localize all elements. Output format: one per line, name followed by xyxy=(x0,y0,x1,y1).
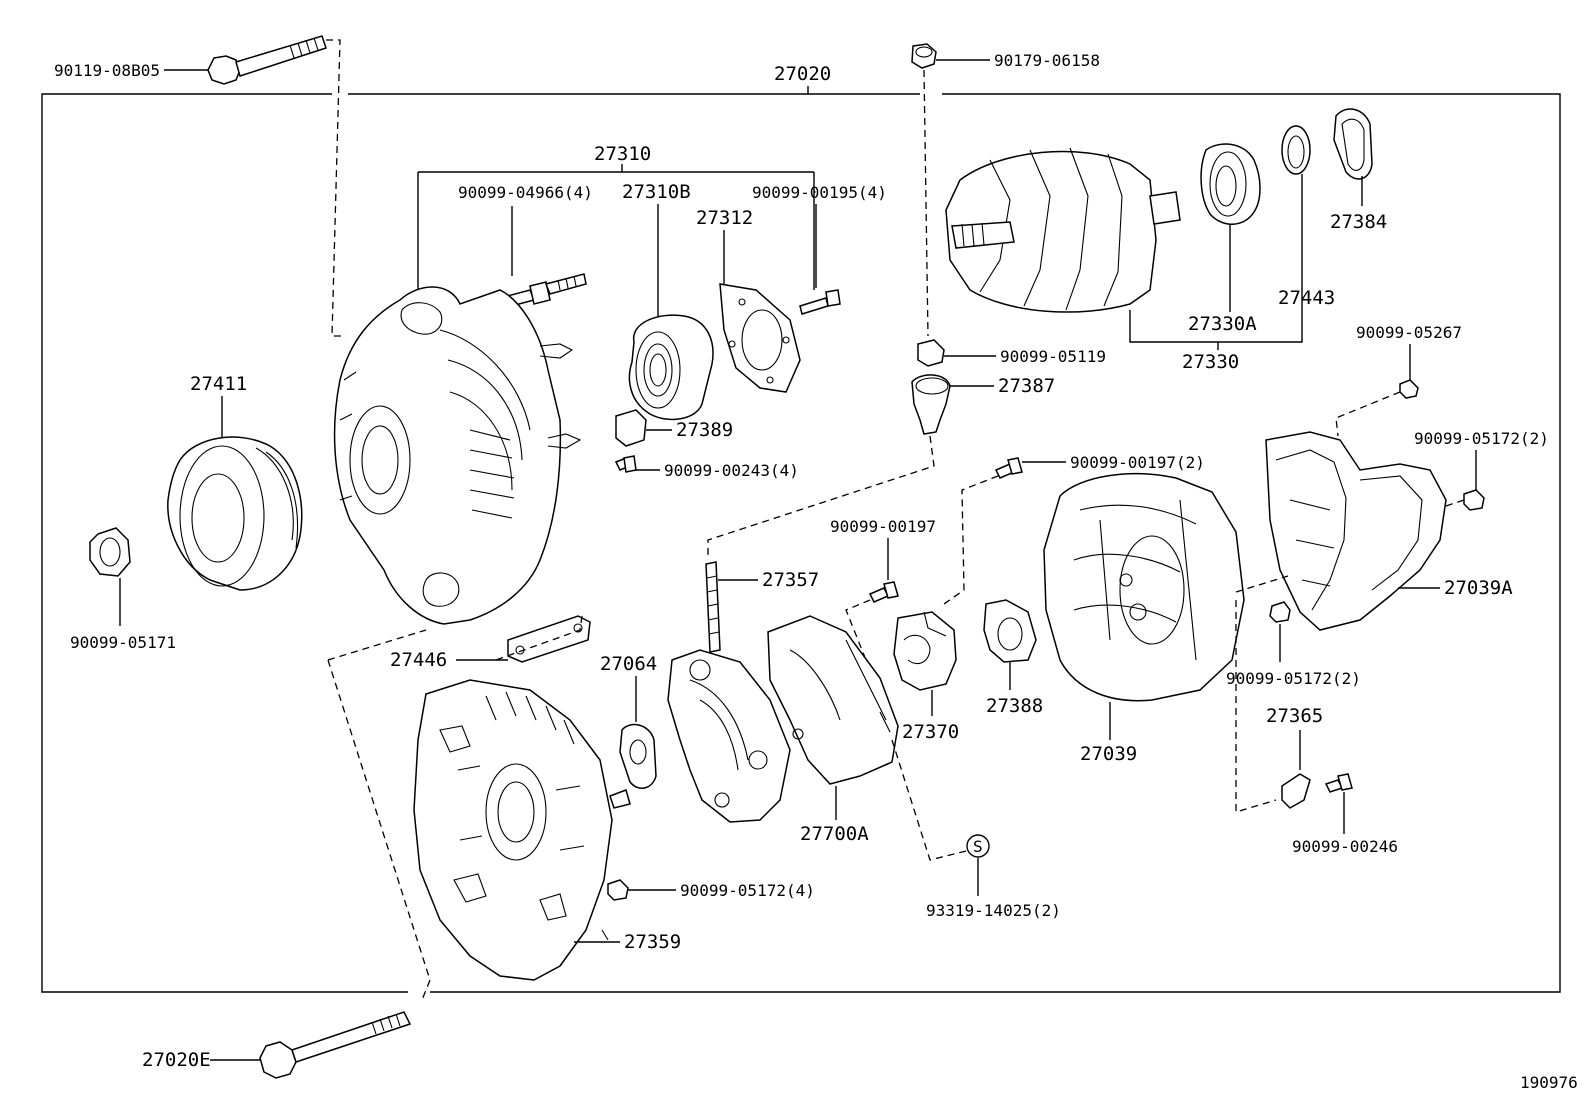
label-rotor-bearing: 27330A xyxy=(1188,313,1257,335)
s-marker: S 93319-14025(2) xyxy=(926,834,1061,920)
drive-end-frame: 27359 xyxy=(413,679,681,981)
label-plate: 27446 xyxy=(390,649,447,671)
label-terminal-nut: 90099-05119 xyxy=(1000,347,1106,366)
label-holder-screw: 90099-00197(2) xyxy=(1070,453,1205,472)
terminal-nut: 90099-05119 xyxy=(917,339,1106,367)
label-end-cover: 27039A xyxy=(1444,577,1513,599)
label-terminal-cap: 27389 xyxy=(676,419,733,441)
s-marker-circle xyxy=(966,834,990,858)
label-assembly: 27020 xyxy=(774,63,831,85)
rectifier-holder: 27700A xyxy=(667,615,971,861)
stud-bolt: 90099-04966(4) xyxy=(458,183,593,317)
regulator-screw: 90099-00197 xyxy=(830,517,936,661)
label-rotor: 27330 xyxy=(1182,351,1239,373)
label-s-marker: S xyxy=(973,837,983,856)
cover-nut-top: 90099-05267 xyxy=(1335,323,1462,437)
front-housing xyxy=(333,286,582,625)
label-end-frame-nut: 90099-05172(4) xyxy=(680,881,815,900)
end-frame-nut: 90099-05172(4) xyxy=(607,879,815,901)
label-regulator-screw: 90099-00197 xyxy=(830,517,936,536)
terminal-cap: 27389 xyxy=(615,409,733,447)
nut-top: 90179-06158 xyxy=(911,43,1100,337)
label-spacer-ring: 27443 xyxy=(1278,287,1335,309)
label-clip: 27365 xyxy=(1266,705,1323,727)
rear-bearing-cover: 27384 xyxy=(1330,108,1387,233)
retainer-plate: 27312 xyxy=(696,207,801,393)
label-stud-bolt: 90099-04966(4) xyxy=(458,183,593,202)
label-brush-holder: 27388 xyxy=(986,695,1043,717)
spacer-ring: 27443 xyxy=(1278,125,1335,309)
label-small-screw: 90099-00243(4) xyxy=(664,461,799,480)
regulator: 27370 xyxy=(893,611,959,743)
frame-group-bracket: 27310 xyxy=(417,143,815,290)
label-frame-group: 27310 xyxy=(594,143,651,165)
figure-id: 190976 xyxy=(1520,1073,1578,1092)
cover-nut-right: 90099-05172(2) xyxy=(1414,429,1549,511)
front-bearing: 27310B xyxy=(622,181,714,421)
label-pulley: 27411 xyxy=(190,373,247,395)
label-cover-nut-top: 90099-05267 xyxy=(1356,323,1462,342)
label-rectifier-holder: 27700A xyxy=(800,823,869,845)
clip-screw: 90099-00246 xyxy=(1292,773,1398,856)
retainer-screw: 90099-00195(4) xyxy=(752,183,887,315)
small-screw: 90099-00243(4) xyxy=(614,455,799,480)
rotor-assembly: 27330A 27330 xyxy=(945,147,1303,373)
end-cover: 27039A xyxy=(1265,431,1513,631)
assembly-frame: 27020 xyxy=(41,63,1561,993)
label-terminal-bolt: 27357 xyxy=(762,569,819,591)
label-cover-nut-right: 90099-05172(2) xyxy=(1414,429,1549,448)
label-bolt-top: 90119-08B05 xyxy=(54,61,160,80)
label-pulley-nut: 90099-05171 xyxy=(70,633,176,652)
frame-nut: 90099-05172(2) xyxy=(1226,575,1361,813)
bolt-top: 90119-08B05 xyxy=(54,35,346,337)
pulley: 27411 xyxy=(167,373,303,591)
brush-holder: 27388 xyxy=(983,599,1043,717)
label-clip-screw: 90099-00246 xyxy=(1292,837,1398,856)
label-retainer-screw: 90099-00195(4) xyxy=(752,183,887,202)
label-front-bearing: 27310B xyxy=(622,181,691,203)
label-retainer: 27312 xyxy=(696,207,753,229)
insulator-washer: 27064 xyxy=(600,653,657,789)
label-terminal-insulator: 27387 xyxy=(998,375,1055,397)
rotor-bearing xyxy=(1200,143,1261,225)
rear-frame: 27039 xyxy=(1043,473,1245,765)
terminal-insulator: 27387 xyxy=(707,374,1055,560)
label-rear-frame: 27039 xyxy=(1080,743,1137,765)
terminal-bolt: 27357 xyxy=(705,561,819,653)
label-frame-nut: 90099-05172(2) xyxy=(1226,669,1361,688)
label-regulator: 27370 xyxy=(902,721,959,743)
pulley-nut: 90099-05171 xyxy=(70,527,176,652)
plate: 27446 xyxy=(390,615,591,671)
through-bolt: 27020E xyxy=(142,629,431,1079)
label-nut-top: 90179-06158 xyxy=(994,51,1100,70)
label-insulator-washer: 27064 xyxy=(600,653,657,675)
label-s-screw: 93319-14025(2) xyxy=(926,901,1061,920)
label-drive-end-frame: 27359 xyxy=(624,931,681,953)
label-through-bolt: 27020E xyxy=(142,1049,211,1071)
clip: 27365 xyxy=(1266,705,1323,809)
label-rear-bearing-cover: 27384 xyxy=(1330,211,1387,233)
holder-screw: 90099-00197(2) xyxy=(943,453,1205,605)
